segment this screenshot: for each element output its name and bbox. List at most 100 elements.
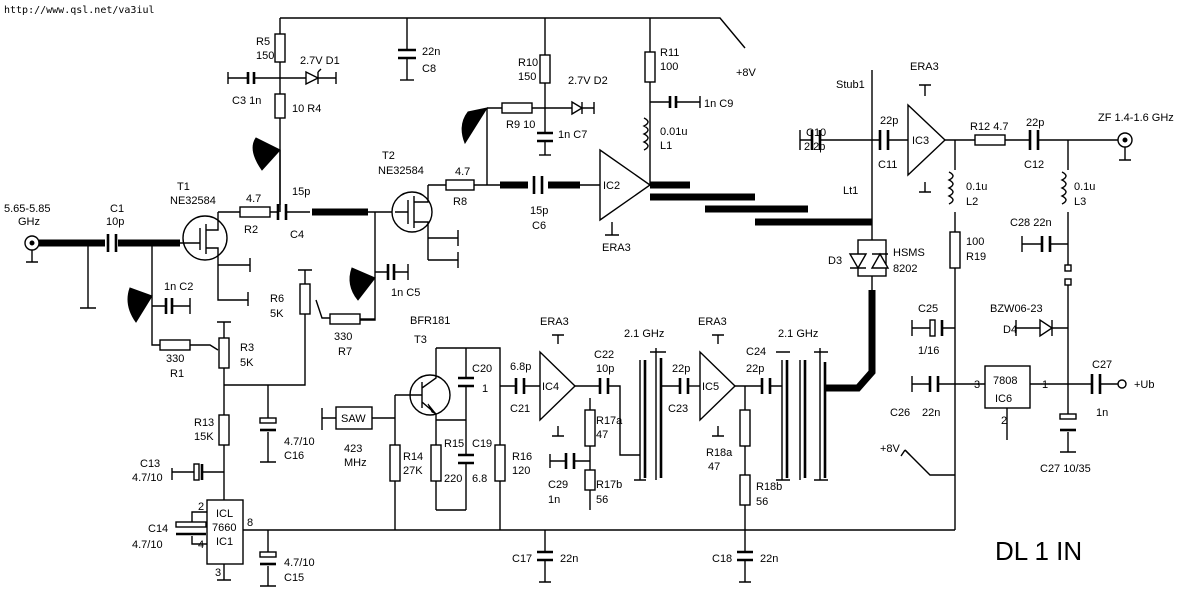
resistor-r12 <box>974 134 1006 146</box>
inductor-l2 <box>947 171 954 205</box>
label-r1: R1 <box>170 368 184 380</box>
capacitor-c16 <box>259 385 277 463</box>
input-freq: 5.65-5.85 <box>4 203 50 215</box>
label-c20: C20 <box>472 363 492 375</box>
label-ic1-pin3: 3 <box>215 567 221 579</box>
label-r14: R14 <box>403 451 423 463</box>
label-c17: C17 <box>512 553 532 565</box>
label-r8: R8 <box>453 196 467 208</box>
capacitor-c29 <box>549 453 590 469</box>
label-c19: C19 <box>472 438 492 450</box>
capacitor-c21 <box>514 378 526 394</box>
label-r12: R12 4.7 <box>970 121 1009 133</box>
label-c12-value: 22p <box>1026 117 1044 129</box>
label-l2: L2 <box>966 196 978 208</box>
label-c6-value: 15p <box>530 205 548 217</box>
label-r1-value: 330 <box>166 353 184 365</box>
zener-d1 <box>280 68 337 86</box>
potentiometer-r3 <box>218 337 230 369</box>
capacitor-c18 <box>737 530 753 583</box>
amplifier-ic4 <box>539 350 577 422</box>
label-c22-value: 10p <box>596 363 614 375</box>
amplifier-ic2 <box>599 148 652 222</box>
label-c10: C10 <box>806 127 826 139</box>
label-r2-value: 4.7 <box>246 193 261 205</box>
label-ic6-pin1: 1 <box>1042 379 1048 391</box>
radial-stub-t2-gate <box>461 107 489 145</box>
jumper <box>1064 264 1072 286</box>
label-r7-value: 330 <box>334 331 352 343</box>
label-r8-value: 4.7 <box>455 166 470 178</box>
label-c22: C22 <box>594 349 614 361</box>
wire-t2-gate <box>330 211 395 321</box>
mixer-diode-d3 <box>848 228 890 290</box>
label-c16-value: 4.7/10 <box>284 436 315 448</box>
label-ic1-pin8: 8 <box>247 517 253 529</box>
label-era3-ic3: ERA3 <box>910 61 939 73</box>
arrow-plus8v-b <box>900 449 911 457</box>
label-r3-value: 5K <box>240 357 254 369</box>
label-r19-value: 100 <box>966 236 984 248</box>
label-ic1-line2: 7660 <box>212 522 236 534</box>
capacitor-c6 <box>532 176 544 194</box>
label-c27-value: 1n <box>1096 407 1108 419</box>
label-r2: R2 <box>244 224 258 236</box>
capacitor-c4 <box>276 204 288 220</box>
wire-plus8v-b <box>904 449 955 476</box>
capacitor-c9 <box>650 96 701 108</box>
label-t1-type: NE32584 <box>170 195 216 207</box>
label-r17b-value: 56 <box>596 494 608 506</box>
label-c12: C12 <box>1024 159 1044 171</box>
label-c15: C15 <box>284 572 304 584</box>
input-unit: GHz <box>18 216 40 228</box>
label-filter-a: 2.1 GHz <box>624 328 664 340</box>
label-t1: T1 <box>177 181 190 193</box>
filter-2-1ghz-b <box>776 348 828 481</box>
label-plus8v-b: +8V <box>880 443 901 455</box>
resistor-r19 <box>949 231 961 269</box>
resistor-r5 <box>274 33 286 63</box>
inductor-l3 <box>1060 171 1067 205</box>
label-c3: C3 1n <box>232 95 261 107</box>
capacitor-c26 <box>911 376 955 392</box>
amplifier-ic5 <box>699 350 737 422</box>
label-r17a: R17a <box>596 415 623 427</box>
input-connector <box>24 235 40 263</box>
resistor-r7 <box>329 313 361 325</box>
zener-d2 <box>545 100 595 116</box>
label-saw-freq: 423 <box>344 443 362 455</box>
label-l1: L1 <box>660 140 672 152</box>
label-r11: R11 <box>660 47 679 59</box>
label-c18-value: 22n <box>760 553 778 565</box>
label-l3: L3 <box>1074 196 1086 208</box>
label-r3: R3 <box>240 342 254 354</box>
capacitor-c28 <box>1021 236 1068 252</box>
capacitor-c15 <box>259 530 277 587</box>
label-stub1: Stub1 <box>836 79 865 91</box>
microstrip-mixer-if <box>825 290 876 392</box>
label-d3: D3 <box>828 255 842 267</box>
resistor-r17a <box>584 409 596 447</box>
label-lt1: Lt1 <box>843 185 858 197</box>
label-c27-electrolytic: C27 10/35 <box>1040 463 1091 475</box>
label-c26-value: 22n <box>922 407 940 419</box>
label-c28: C28 22n <box>1010 217 1052 229</box>
label-ic6-pin3: 3 <box>974 379 980 391</box>
label-r15: R15 <box>444 438 464 450</box>
label-era3-ic2: ERA3 <box>602 242 631 254</box>
capacitor-c22 <box>598 378 610 394</box>
label-ic6-line2: IC6 <box>995 393 1012 405</box>
label-r7: R7 <box>338 346 352 358</box>
source-url: http://www.qsl.net/va3iul <box>4 5 155 16</box>
label-c25: C25 <box>918 303 938 315</box>
label-plus8v: +8V <box>736 67 757 79</box>
ic5-power <box>712 334 724 437</box>
label-c24: C24 <box>746 346 766 358</box>
label-c1: C1 <box>110 203 124 215</box>
label-c2: 1n C2 <box>164 281 193 293</box>
label-r18b: R18b <box>756 481 782 493</box>
label-c6: C6 <box>532 220 546 232</box>
label-l2-value: 0.1u <box>966 181 987 193</box>
label-c4-value: 15p <box>292 186 310 198</box>
label-c14-value: 4.7/10 <box>132 539 163 551</box>
